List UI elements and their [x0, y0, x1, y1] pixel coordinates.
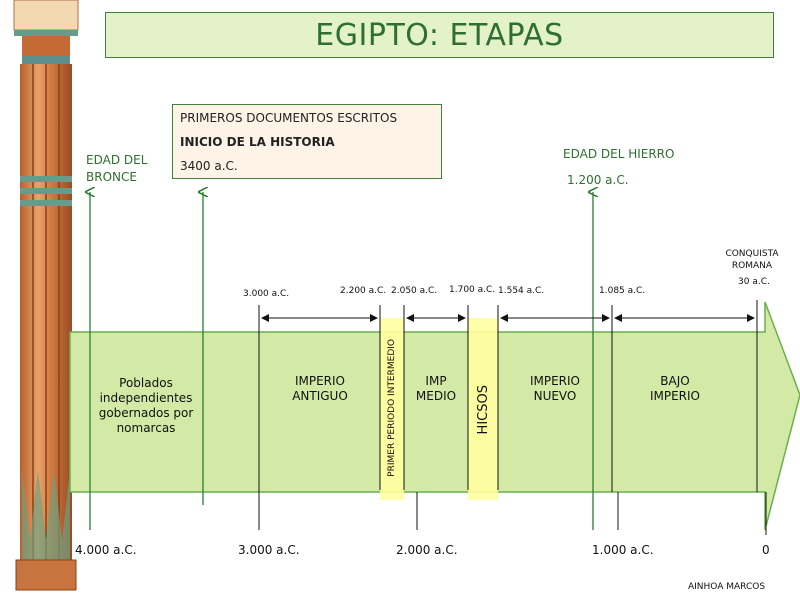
imperio-antiguo-line2: ANTIGUO — [292, 389, 348, 403]
edad-hierro-label: EDAD DEL HIERRO — [563, 147, 675, 161]
edad-hierro-date: 1.200 a.C. — [567, 173, 629, 187]
poblados-text: Poblados independientes gobernados por n… — [98, 376, 194, 435]
documents-box: PRIMEROS DOCUMENTOS ESCRITOS INICIO DE L… — [172, 104, 442, 179]
imp-medio-line1: IMP — [425, 374, 447, 388]
conquista-romana-label: CONQUISTA ROMANA — [712, 248, 792, 272]
axis-label-4000: 4.000 a.C. — [75, 543, 137, 557]
imperio-antiguo-label: IMPERIO ANTIGUO — [270, 374, 370, 404]
imperio-nuevo-label: IMPERIO NUEVO — [505, 374, 605, 404]
axis-label-2000: 2.000 a.C. — [396, 543, 458, 557]
primer-periodo-container: PRIMER PERIODO INTERMEDIO — [384, 326, 400, 490]
date-3000: 3.000 a.C. — [243, 289, 290, 299]
hicsos-label: HICSOS — [475, 385, 491, 435]
date-1085: 1.085 a.C. — [599, 286, 646, 296]
axis-label-1000: 1.000 a.C. — [592, 543, 654, 557]
primer-periodo-label: PRIMER PERIODO INTERMEDIO — [387, 339, 397, 477]
bajo-imperio-line1: BAJO — [660, 374, 690, 388]
primer-periodo-highlight — [380, 318, 404, 500]
date-1554: 1.554 a.C. — [498, 286, 545, 296]
hicsos-container: HICSOS — [470, 330, 496, 490]
hicsos-highlight — [468, 318, 498, 500]
imp-medio-label: IMP MEDIO — [405, 374, 467, 404]
page-title: EGIPTO: ETAPAS — [315, 17, 564, 53]
bajo-imperio-line2: IMPERIO — [649, 389, 701, 403]
bajo-imperio-label: BAJO IMPERIO — [625, 374, 725, 404]
edad-bronce-line2: BRONCE — [86, 170, 137, 184]
imperio-nuevo-line2: NUEVO — [533, 389, 577, 403]
imperio-nuevo-line1: IMPERIO — [529, 374, 581, 388]
conquista-line2: ROMANA — [731, 261, 773, 271]
date-1700: 1.700 a.C. — [449, 285, 496, 295]
date-2050: 2.050 a.C. — [391, 286, 438, 296]
title-banner: EGIPTO: ETAPAS — [105, 12, 774, 58]
imperio-antiguo-line1: IMPERIO — [294, 374, 346, 388]
edad-bronce-label: EDAD DEL BRONCE — [86, 152, 147, 186]
conquista-line1: CONQUISTA — [725, 249, 779, 259]
axis-label-0: 0 — [762, 543, 770, 557]
author-credit: AINHOA MARCOS — [688, 582, 766, 592]
documents-date: 3400 a.C. — [180, 159, 238, 173]
documents-line1: PRIMEROS DOCUMENTOS ESCRITOS — [180, 111, 398, 125]
axis-label-3000: 3.000 a.C. — [238, 543, 300, 557]
conquista-date: 30 a.C. — [738, 277, 770, 287]
timeline-band — [69, 301, 800, 531]
edad-bronce-line1: EDAD DEL — [86, 153, 148, 167]
date-2200: 2.200 a.C. — [340, 286, 387, 296]
egyptian-column-illustration — [13, 0, 79, 591]
documents-line2: INICIO DE LA HISTORIA — [180, 135, 335, 149]
imp-medio-line2: MEDIO — [415, 389, 457, 403]
